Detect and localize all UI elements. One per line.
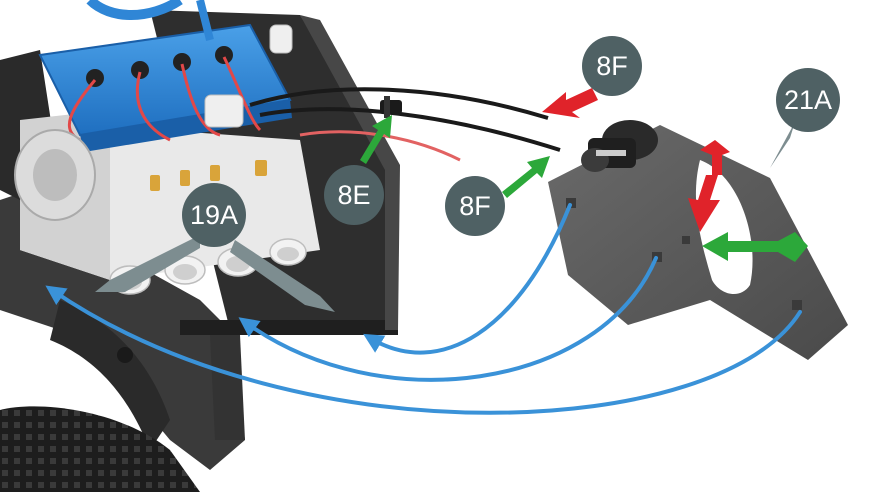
- callout-8e: 8E: [324, 165, 384, 225]
- callout-8f-bottom: 8F: [445, 176, 505, 236]
- callout-8f-top: 8F: [582, 36, 642, 96]
- pointer-21a: [770, 122, 795, 168]
- wheel-icon: [0, 406, 200, 492]
- callout-label: 8E: [337, 180, 370, 210]
- clip-8e: [380, 96, 402, 118]
- callout-label: 21A: [784, 85, 832, 115]
- hole-icon: [117, 347, 133, 363]
- blue-guide-arrows: [45, 203, 802, 415]
- engine-assembly-icon: [14, 0, 320, 295]
- red-arrows: [542, 88, 730, 232]
- connector-icon: [581, 120, 658, 172]
- callout-label: 8F: [459, 191, 491, 221]
- callout-label: 19A: [190, 200, 238, 230]
- callout-label: 8F: [596, 51, 628, 81]
- pointer-19a: [95, 235, 335, 312]
- callout-21a: 21A: [776, 68, 840, 132]
- callout-19a: 19A: [182, 183, 246, 247]
- green-arrows: [360, 115, 808, 262]
- mounting-plate-icon: [548, 120, 848, 360]
